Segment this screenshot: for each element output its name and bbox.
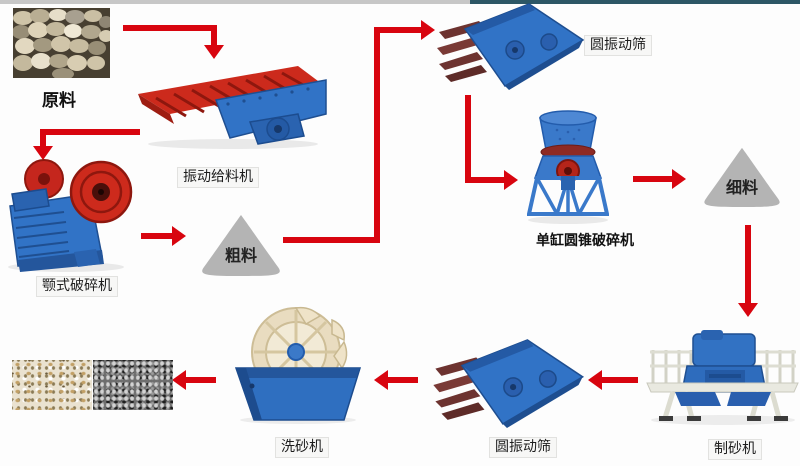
sand-washer-label: 洗砂机	[275, 437, 329, 458]
top-edge-strip-teal	[470, 0, 800, 4]
circular-vibrating-screen-bottom-image	[430, 338, 588, 428]
fine-material-label: 细料	[725, 178, 758, 197]
circular-vibrating-screen-bottom-label: 圆振动筛	[489, 437, 557, 458]
vibrating-feeder-image	[128, 58, 330, 150]
vibrating-feeder-label: 振动给料机	[177, 167, 259, 188]
raw-material-label: 原料	[42, 91, 76, 111]
sand-making-machine-label: 制砂机	[708, 439, 762, 460]
top-edge-strip-gray	[0, 0, 470, 4]
raw-material-photo	[13, 8, 110, 78]
circular-vibrating-screen-top-image	[437, 2, 585, 90]
fine-material-pile	[698, 145, 786, 209]
circular-vibrating-screen-top-label: 圆振动筛	[584, 35, 652, 56]
jaw-crusher-image	[4, 152, 138, 274]
sand-washer-image	[232, 306, 364, 426]
coarse-material-label: 粗料	[224, 246, 257, 265]
finished-sand-photo-light	[12, 360, 92, 410]
cone-crusher-label: 单缸圆锥破碎机	[536, 233, 634, 249]
jaw-crusher-label: 颚式破碎机	[36, 276, 118, 297]
finished-sand-photo-dark	[93, 360, 173, 410]
cone-crusher-image	[527, 106, 609, 226]
sand-making-machine-image	[645, 330, 800, 426]
coarse-material-pile	[197, 212, 285, 278]
